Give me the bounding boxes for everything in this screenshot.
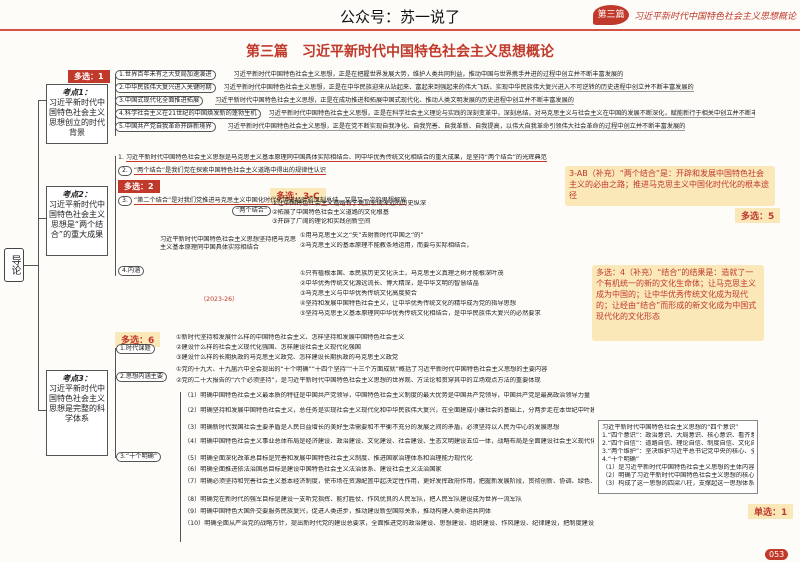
root-node-intro: 导论 — [4, 248, 24, 282]
multi-choice-tag-1: 多选：1 — [68, 70, 110, 83]
spine-branch-2 — [38, 218, 46, 219]
multi-choice-tag-3c: 多选：3-C — [270, 188, 326, 203]
s3-sub3: 3.“十个明确” — [116, 452, 162, 462]
root-spine — [38, 100, 39, 410]
ten-9: （9）明确中国特色大国外交要服务民族复兴，促进人类进步，推动建设新型国际关系，推… — [184, 508, 492, 515]
right-note-title: 习近平新时代中国特色社会主义思想的“四个意识” — [602, 424, 739, 431]
s2-item-1: 1. 习近平新时代中国特色社会主义思想是马克思主义基本原理同中国具体实际相结合、… — [118, 154, 547, 162]
section-3-spine — [115, 348, 116, 458]
s3-sub1: 1.时代课题 — [116, 344, 155, 354]
section-3-box: 考点3： 习近平新时代中国特色社会主义思想是完整的科学体系 — [46, 370, 108, 456]
s2-item-3: 3. “第二个结合”是对我们党推进马克思主义中国化时代化历史经验的深刻总结，又是… — [118, 196, 458, 206]
ten-2: （2）明确坚持和发展中国特色社会主义，总任务是实现社会主义现代化和中华民族伟大复… — [184, 407, 594, 414]
two-combos-3: ③开辟了广阔的理论和实践创新空间 — [272, 218, 371, 225]
section-1-point: 考点1： — [62, 88, 92, 97]
right-note-2: 2.“四个自信”：道路自信、理论自信、制度自信、文化自信 — [602, 440, 754, 447]
s1-item-3: 3.中国式现代化全面推进拓展 习近平新时代中国特色社会主义思想，正是在成功推进和… — [115, 96, 755, 106]
s3-sub2-1: ①党的十九大、十九届六中全会提出的“十个明确”“十四个坚持”“十三个方面成就”概… — [176, 366, 548, 373]
ten-4: （4）明确中国特色社会主义事业总体布局是经济建设、政治建设、文化建设、社会建设、… — [184, 438, 594, 445]
note-4: 多选：4（补充）“结合”的结果是：造就了一个有机统一的新的文化生命体；让马克思主… — [592, 265, 764, 341]
section-1-title: 习近平新时代中国特色社会主义思想创立的时代背景 — [49, 98, 105, 137]
inner-3: ①只有植根本国、本民族历史文化沃土，马克思主义真理之树才能根深叶茂 — [300, 270, 504, 277]
section-2-point: 考点2： — [62, 190, 92, 199]
multi-choice-tag-2: 多选：2 — [118, 180, 160, 193]
right-note-5: （1）是习近平新时代中国特色社会主义思想的主体内容 — [602, 464, 754, 471]
multi-choice-tag-6: 多选：6 — [115, 332, 161, 347]
section-3-title: 习近平新时代中国特色社会主义思想是完整的科学体系 — [49, 384, 105, 423]
inner-1: ①用马克思主义之“矢”去射新时代中国之“的” — [300, 232, 424, 239]
inner-7: ⑤坚持马克思主义基本原理同中华优秀传统文化相结合，是中华民族伟大复兴的必然要求 — [300, 310, 541, 317]
two-combos-1: ①让中国特色社会主义道路有了更加宏阔深远的历史纵深 — [272, 200, 427, 207]
header-divider — [0, 29, 800, 31]
ten-8: （8）明确党在新时代的强军目标是建设一支听党指挥、能打胜仗、作风优良的人民军队，… — [184, 496, 523, 503]
s2-item-4: 4.内涵 — [118, 266, 168, 276]
inner-5: ③马克思主义与中华优秀传统文化高度契合 — [300, 290, 417, 297]
right-note-7: （3）构成了这一思想的四梁八柱，支撑起这一思想体系 — [602, 480, 754, 487]
right-note-1: 1.“四个意识”：政治意识、大局意识、核心意识、看齐意识 — [602, 432, 754, 439]
note-3ab: 3-AB（补充）“两个结合”是：开辟和发展中国特色社会主义的必由之路；推进马克思… — [565, 166, 775, 206]
page-number: 053 — [765, 549, 789, 560]
chapter-badge: 第三篇 — [593, 5, 629, 25]
right-note-6: （2）明确了习近平新时代中国特色社会主义思想的核心要义 — [602, 472, 754, 479]
s3-sub1-1: ①新时代坚持和发展什么样的中国特色社会主义、怎样坚持和发展中国特色社会主义 — [176, 334, 405, 341]
inner-6: ④坚持和发展中国特色社会主义，让中华优秀传统文化的精华成为党的指导思想 — [300, 300, 516, 307]
ten-3: （3）明确新时代我国社会主要矛盾是人民日益增长的美好生活需要和不平衡不充分的发展… — [184, 424, 560, 431]
s2-item-2: 2. “两个结合”是我们党在探索中国特色社会主义道路中得出的规律性认识 — [118, 166, 478, 176]
book-title: 习近平新时代中国特色社会主义思想概论 — [634, 12, 797, 22]
s3-sub2-2: ②党的二十大报告的“六个必须坚持”，是习近平新时代中国特色社会主义思想的世界观、… — [176, 377, 541, 384]
section-2-spine — [115, 156, 116, 276]
two-combos-label: “两个结合” — [232, 206, 272, 216]
section-1-spine — [115, 74, 116, 136]
ten-5: （5）明确全面深化改革总目标是完善和发展中国特色社会主义制度、推进国家治理体系和… — [184, 455, 473, 462]
spine-branch-1 — [38, 100, 46, 101]
section-1-box: 考点1： 习近平新时代中国特色社会主义思想创立的时代背景 — [46, 84, 108, 144]
inner-2: ②马克思主义的基本原理不能教条地运用，而要与实际相结合， — [300, 242, 473, 249]
right-note-box: 习近平新时代中国特色社会主义思想的“四个意识” 1.“四个意识”：政治意识、大局… — [598, 420, 758, 494]
section-3-point: 考点3： — [62, 374, 92, 383]
spine-branch-3 — [38, 410, 46, 411]
ten-6: （6）明确全面推进依法治国总目标是建设中国特色社会主义法治体系、建设社会主义法治… — [184, 466, 442, 473]
s1-item-2: 2.中华民族伟大复兴进入关键时期 习近平新时代中国特色社会主义思想，正是在中华民… — [115, 83, 755, 93]
right-note-4: 4.“十个明确” — [602, 456, 640, 463]
right-note-3: 3.“两个维护”：坚决维护习近平总书记党中央的核心、全党的核心地位，坚决维护党中… — [602, 448, 754, 455]
page-header-title: 公众号：苏一说了 — [339, 8, 460, 26]
s2-item-4-text: 习近平新时代中国特色社会主义思想坚持把马克思主义基本原理同中国具体实际相结合 — [160, 236, 297, 251]
ten-7: （7）明确必须坚持和完善社会主义基本经济制度，使市场在资源配置中起决定性作用，更… — [184, 478, 594, 485]
part-title: 第三篇 习近平新时代中国特色社会主义思想概论 — [246, 44, 554, 60]
two-combos-2: ②拓展了中国特色社会主义道路的文化根基 — [272, 209, 389, 216]
multi-choice-tag-5: 多选：5 — [735, 208, 781, 223]
ten-spine — [180, 392, 181, 542]
s1-item-4: 4.科学社会主义在21世纪的中国焕发新的蓬勃生机 习近平新时代中国特色社会主义思… — [115, 109, 755, 119]
year-tag: （2023-26） — [200, 296, 239, 303]
s3-sub1-3: ③建设什么样的长期执政的马克思主义政党、怎样建设长期执政的马克思主义政党 — [176, 354, 399, 361]
s1-item-5: 5.中国共产党自我革命开辟新境界 习近平新时代中国特色社会主义思想，正是在党不断… — [115, 122, 755, 132]
s1-item-1: 1.世界百年未有之大变局加速演进 习近平新时代中国特色社会主义思想，正是在把握世… — [115, 70, 755, 80]
root-connector — [24, 265, 38, 266]
section-2-box: 考点2： 习近平新时代中国特色社会主义思想是“两个结合”的重大成果 — [46, 186, 108, 256]
section-2-title: 习近平新时代中国特色社会主义思想是“两个结合”的重大成果 — [49, 200, 105, 239]
s3-sub2: 2.思想内涵主要 — [116, 372, 168, 382]
ten-10: （10）明确全面从严治党的战略方针，提出新时代党的建设总要求，全面推进党的政治建… — [184, 520, 594, 527]
inner-4: ②中华优秀传统文化源远流长、博大精深，是中华文明的智慧结晶 — [300, 280, 479, 287]
single-choice-tag-1: 单选：1 — [748, 504, 794, 519]
s3-sub1-2: ②建设什么样的社会主义现代化强国、怎样建设社会主义现代化强国 — [176, 344, 361, 351]
ten-1: （1）明确中国特色社会主义最本质的特征是中国共产党领导，中国特色社会主义制度的最… — [184, 392, 591, 399]
